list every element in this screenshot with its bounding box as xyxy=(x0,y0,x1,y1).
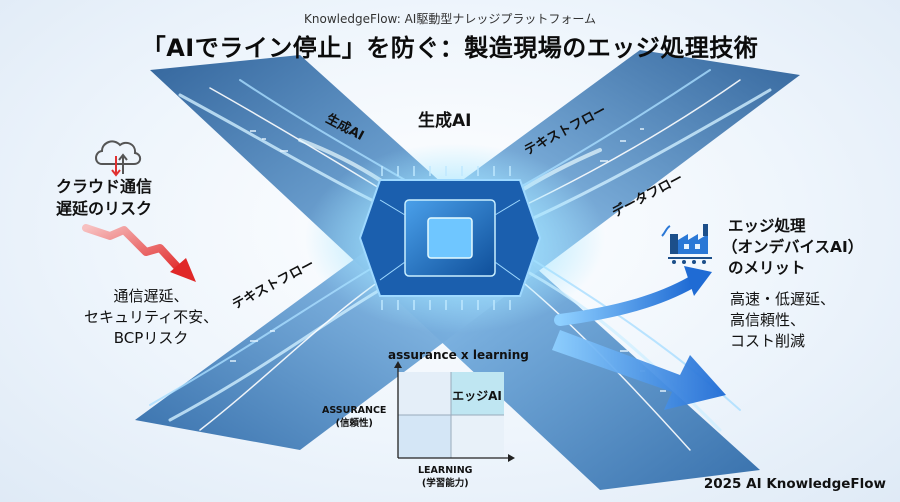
edge-title-line3: のメリット xyxy=(728,259,806,277)
cloud-risk-title-line1: クラウド通信 xyxy=(56,177,153,196)
edge-title-line2: （オンデバイスAI） xyxy=(722,238,864,256)
footer-copyright: 2025 AI KnowledgeFlow xyxy=(703,476,886,492)
x-axis-line2: (学習能力) xyxy=(421,478,469,489)
edge-title-line1: エッジ処理 xyxy=(728,217,806,235)
matrix-x-axis-label: LEARNING (学習能力) xyxy=(418,464,472,490)
assurance-learning-matrix xyxy=(394,361,515,462)
flow-label-center-top: 生成AI xyxy=(418,111,472,131)
y-axis-line1: ASSURANCE xyxy=(322,405,387,416)
matrix-cell-edge-ai: エッジAI xyxy=(452,388,502,403)
down-trend-arrow-icon xyxy=(82,224,196,282)
risk-item: BCPリスク xyxy=(113,329,189,347)
edge-benefit-list: 高速・低遅延、 高信頼性、 コスト削減 xyxy=(730,289,835,352)
x-axis-line1: LEARNING xyxy=(418,465,473,476)
output-arrow-icon xyxy=(552,330,726,410)
cloud-sync-icon xyxy=(95,140,142,177)
risk-item: セキュリティ不安、 xyxy=(84,308,219,326)
cloud-risk-title-line2: 遅延のリスク xyxy=(56,199,153,218)
matrix-y-axis-label: ASSURANCE (信頼性) xyxy=(322,404,386,430)
benefit-item: コスト削減 xyxy=(730,332,806,350)
cloud-risk-list: 通信遅延、 セキュリティ不安、 BCPリスク xyxy=(84,286,218,349)
factory-icon xyxy=(661,224,712,264)
risk-item: 通信遅延、 xyxy=(113,287,189,305)
edge-benefit-title: エッジ処理 （オンデバイスAI） のメリット xyxy=(722,216,863,279)
page-title: 「AIでライン停止」を防ぐ：製造現場のエッジ処理技術 xyxy=(141,34,759,62)
benefit-item: 高速・低遅延、 xyxy=(730,290,836,308)
up-curve-arrow-icon xyxy=(554,266,712,326)
cloud-risk-title: クラウド通信 遅延のリスク xyxy=(56,176,152,220)
ai-chip-icon xyxy=(358,166,542,310)
y-axis-line2: (信頼性) xyxy=(335,418,373,429)
matrix-title: assurance x learning xyxy=(388,348,529,362)
page-subtitle: KnowledgeFlow: AI駆動型ナレッジプラットフォーム xyxy=(304,12,596,26)
benefit-item: 高信頼性、 xyxy=(730,311,806,329)
